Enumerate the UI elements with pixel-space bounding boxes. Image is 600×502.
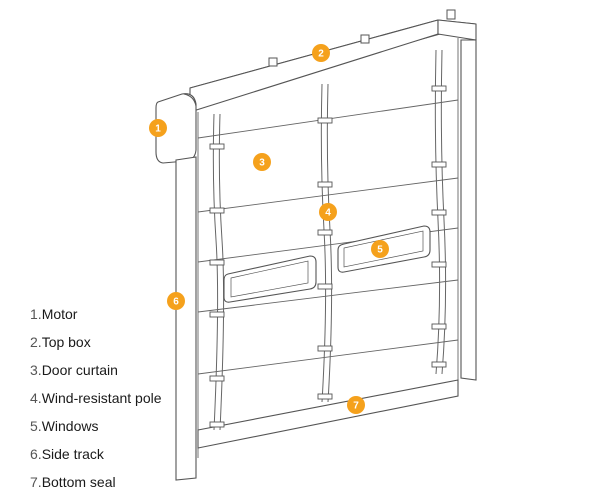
legend-label: Side track	[41, 446, 104, 462]
legend-label: Wind-resistant pole	[41, 390, 162, 406]
legend-number: 7.	[30, 474, 42, 490]
legend-item-motor: 1.Motor	[30, 300, 270, 328]
callout-7: 7	[347, 396, 365, 414]
callout-7-circle	[347, 396, 365, 414]
parts-legend: 1.Motor 2.Top box 3.Door curtain 4.Wind-…	[30, 300, 270, 496]
callout-6-number: 6	[173, 297, 179, 308]
legend-number: 3.	[30, 362, 42, 378]
legend-number: 2.	[30, 334, 42, 350]
callout-2: 2	[312, 44, 330, 62]
legend-item-top-box: 2.Top box	[30, 328, 270, 356]
callout-1: 1	[149, 119, 167, 137]
pole-clips	[209, 85, 447, 428]
legend-item-wind-resistant-pole: 4.Wind-resistant pole	[30, 384, 270, 412]
callout-2-number: 2	[318, 49, 324, 60]
legend-label: Windows	[41, 418, 99, 434]
legend-number: 6.	[30, 446, 42, 462]
callout-3-circle	[253, 153, 271, 171]
callout-6: 6	[167, 292, 185, 310]
callout-5-circle	[371, 240, 389, 258]
legend-label: Motor	[41, 306, 78, 322]
callout-5: 5	[371, 240, 389, 258]
callout-6-circle	[167, 292, 185, 310]
callout-1-number: 1	[155, 124, 161, 135]
callout-3: 3	[253, 153, 271, 171]
legend-number: 4.	[30, 390, 42, 406]
callout-4: 4	[319, 203, 337, 221]
callout-3-number: 3	[259, 158, 265, 169]
callout-1-circle	[149, 119, 167, 137]
mounting-brackets	[268, 9, 456, 67]
legend-item-windows: 5.Windows	[30, 412, 270, 440]
windows	[223, 225, 431, 303]
callout-4-number: 4	[325, 208, 331, 219]
legend-item-door-curtain: 3.Door curtain	[30, 356, 270, 384]
callout-5-number: 5	[377, 245, 383, 256]
top-box	[189, 19, 477, 113]
side-track	[175, 39, 477, 481]
legend-number: 5.	[30, 418, 42, 434]
callout-7-number: 7	[353, 401, 359, 412]
legend-item-side-track: 6.Side track	[30, 440, 270, 468]
legend-label: Bottom seal	[41, 474, 116, 490]
legend-item-bottom-seal: 7.Bottom seal	[30, 468, 270, 496]
legend-number: 1.	[30, 306, 42, 322]
bottom-seal	[197, 379, 459, 449]
callout-2-circle	[312, 44, 330, 62]
legend-label: Door curtain	[41, 362, 118, 378]
legend-label: Top box	[41, 334, 91, 350]
callout-4-circle	[319, 203, 337, 221]
